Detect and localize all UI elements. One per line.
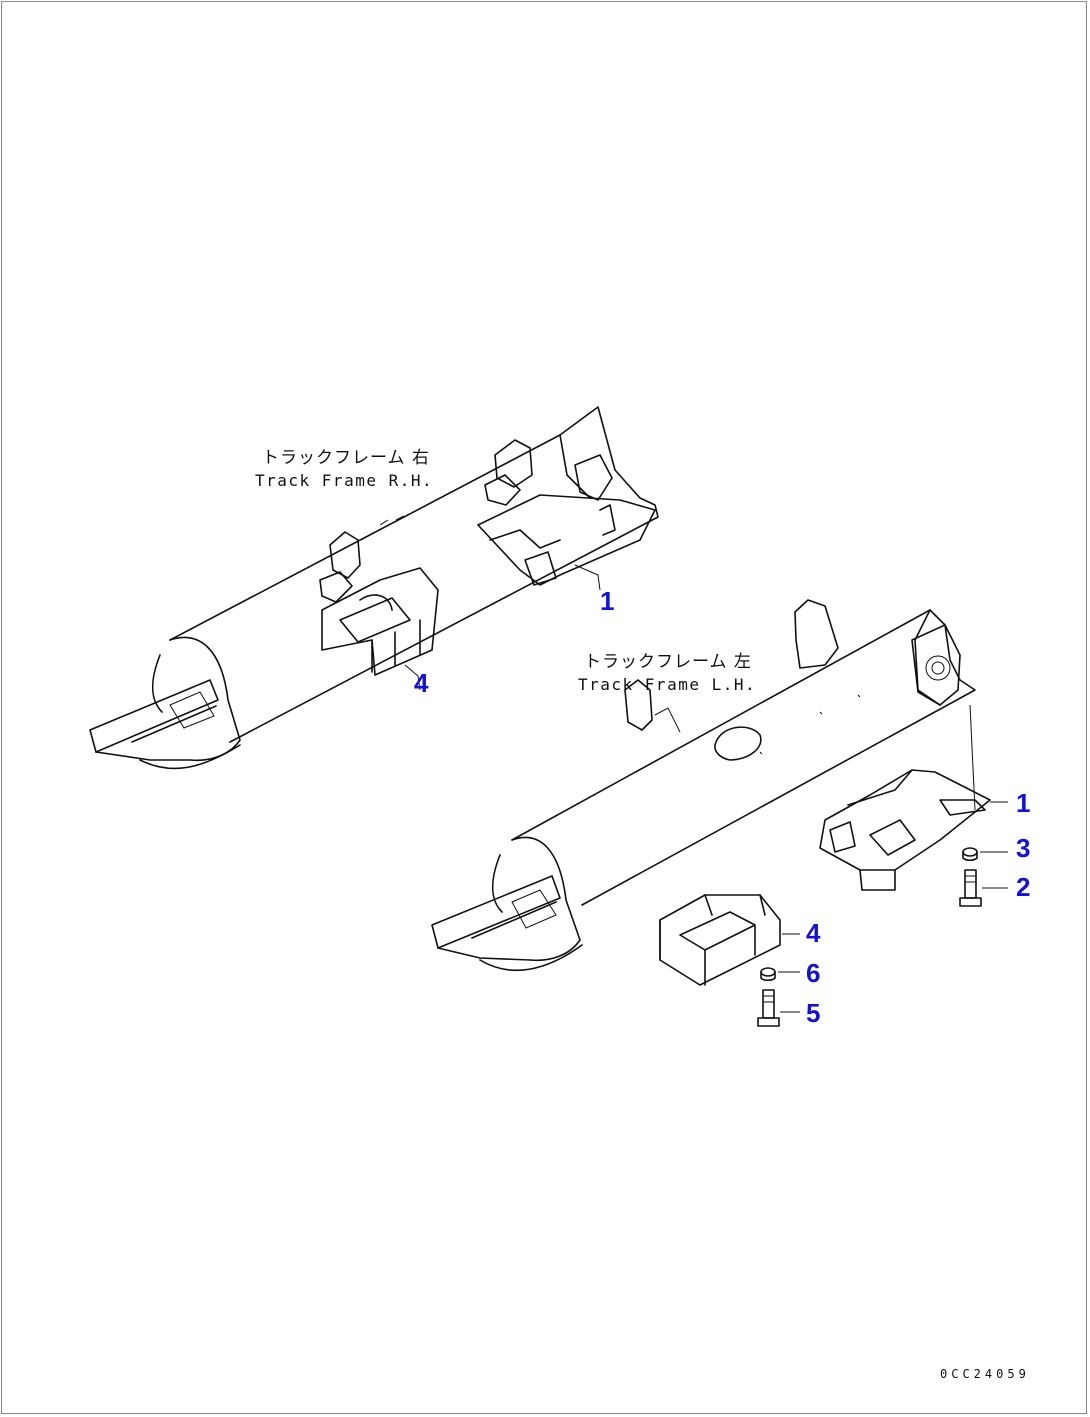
- label-frame-lh-en: Track Frame L.H.: [578, 675, 756, 694]
- bolt-5: [757, 989, 780, 1027]
- drawing-code: 0CC24059: [940, 1367, 1030, 1381]
- callout-rh-guard-4[interactable]: 4: [414, 668, 429, 698]
- leader-lines: [778, 801, 1008, 1013]
- callout-lh-guard-4[interactable]: 4: [806, 918, 821, 948]
- washer-3: [962, 847, 978, 862]
- callout-lh-bolt-5[interactable]: 5: [806, 998, 820, 1028]
- washer-6: [760, 967, 776, 982]
- callout-lh-washer-3[interactable]: 3: [1016, 833, 1030, 863]
- label-frame-rh-jp: トラックフレーム 右: [262, 448, 430, 468]
- guard-4-lh: [659, 894, 781, 986]
- callout-lh-guard-1[interactable]: 1: [1016, 788, 1030, 818]
- callout-lh-washer-6[interactable]: 6: [806, 958, 820, 988]
- track-frame-lh: [431, 599, 976, 972]
- guard-1-lh: [819, 769, 991, 891]
- label-frame-lh-jp: トラックフレーム 左: [584, 652, 752, 672]
- track-frame-rh: [89, 406, 659, 770]
- bolt-2: [959, 869, 982, 907]
- callout-lh-bolt-2[interactable]: 2: [1016, 872, 1030, 902]
- callout-rh-guard-1[interactable]: 1: [600, 586, 614, 616]
- label-frame-rh-en: Track Frame R.H.: [255, 471, 433, 490]
